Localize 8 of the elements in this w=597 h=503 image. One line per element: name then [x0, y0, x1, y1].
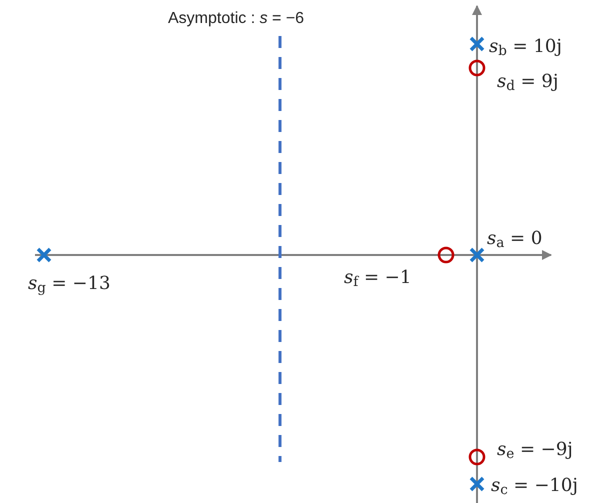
point-label: s$_{g}$ = −13	[28, 272, 110, 297]
point-label: s$_{f}$ = −1	[344, 266, 412, 291]
point-label: s$_{b}$ = 10j	[489, 35, 562, 60]
point-label: s$_{d}$ = 9j	[497, 70, 558, 95]
point-label: Asymptotic : s = −6	[168, 9, 304, 29]
point-label: s$_{c}$ = −10j	[491, 474, 578, 499]
point-label: s$_{a}$ = 0	[487, 227, 542, 252]
point-label: s$_{e}$ = −9j	[497, 438, 573, 463]
